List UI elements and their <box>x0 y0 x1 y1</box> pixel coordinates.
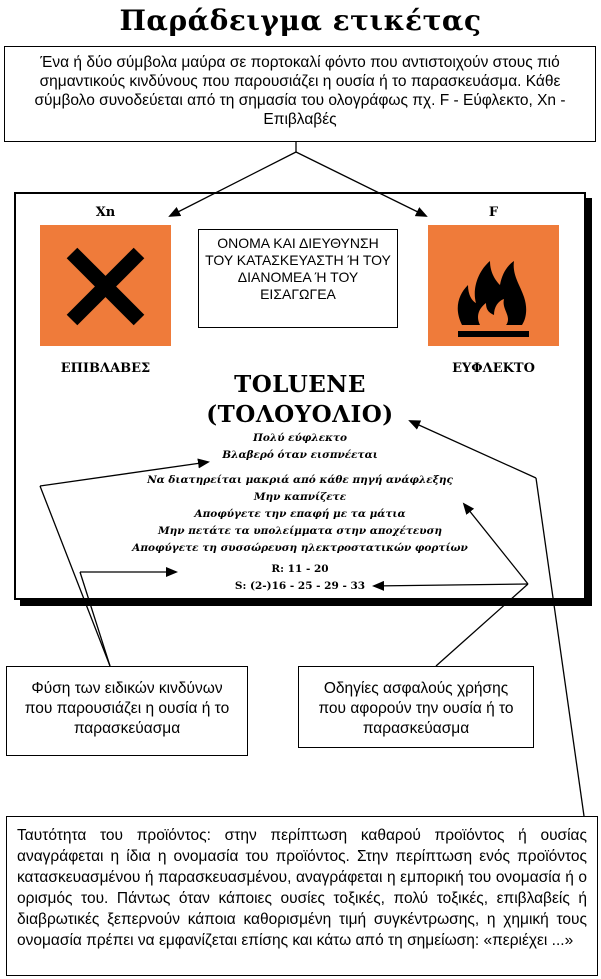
harmful-symbol <box>40 225 171 346</box>
manufacturer-box: ΟΝΟΜΑ ΚΑΙ ΔΙΕΥΘΥΝΣΗ ΤΟΥ ΚΑΤΑΣΚΕΥΑΣΤΗ Ή Τ… <box>198 229 398 328</box>
safety-phrase: Αποφύγετε τη συσσώρευση ηλεκτροστατικών … <box>132 542 468 554</box>
hazards-callout-text: Φύση των ειδικών κινδύνων που παρουσιάζε… <box>24 680 230 737</box>
safety-callout: Οδηγίες ασφαλούς χρήσης που αφορούν την … <box>298 666 534 748</box>
flammable-symbol <box>428 225 559 346</box>
symbols-explanation-text: Ένα ή δύο σύμβολα μαύρα σε πορτοκαλί φόν… <box>34 54 566 128</box>
product-identity-text: Ταυτότητα του προϊόντος: στην περίπτωση … <box>17 827 587 949</box>
symbol-left-code: Xn <box>95 205 116 220</box>
harmful-cross-icon <box>66 247 145 326</box>
product-name-greek: (ΤΟΛΟΥΟΛΙΟ) <box>206 401 394 428</box>
flame-icon <box>457 261 529 337</box>
product-name: TOLUENE <box>234 371 366 398</box>
product-identity-box: Ταυτότητα του προϊόντος: στην περίπτωση … <box>6 816 598 976</box>
symbol-right-name: ΕΥΦΛΕΚΤΟ <box>452 361 535 376</box>
page-title: Παράδειγμα ετικέτας <box>119 4 482 37</box>
r-codes: R: 11 - 20 <box>271 563 329 575</box>
safety-phrase: Μην πετάτε τα υπολείμματα στην αποχέτευσ… <box>158 525 442 537</box>
manufacturer-text: ΟΝΟΜΑ ΚΑΙ ΔΙΕΥΘΥΝΣΗ ΤΟΥ ΚΑΤΑΣΚΕΥΑΣΤΗ Ή Τ… <box>205 235 391 302</box>
symbol-right-code: F <box>488 205 499 220</box>
risk-phrase: Βλαβερό όταν εισπνέεται <box>222 449 378 461</box>
safety-callout-text: Οδηγίες ασφαλούς χρήσης που αφορούν την … <box>318 680 514 737</box>
symbols-explanation-box: Ένα ή δύο σύμβολα μαύρα σε πορτοκαλί φόν… <box>4 46 596 142</box>
safety-phrase: Μην καπνίζετε <box>253 491 347 503</box>
symbol-left-name: ΕΠΙΒΛΑΒΕΣ <box>60 361 151 376</box>
risk-phrase: Πολύ εύφλεκτο <box>252 432 348 444</box>
safety-phrase: Να διατηρείται μακριά από κάθε πηγή ανάφ… <box>147 474 453 486</box>
s-codes: S: (2-)16 - 25 - 29 - 33 <box>234 580 366 592</box>
safety-phrase: Αποφύγετε την επαφή με τα μάτια <box>194 508 406 520</box>
hazards-callout: Φύση των ειδικών κινδύνων που παρουσιάζε… <box>6 666 248 756</box>
